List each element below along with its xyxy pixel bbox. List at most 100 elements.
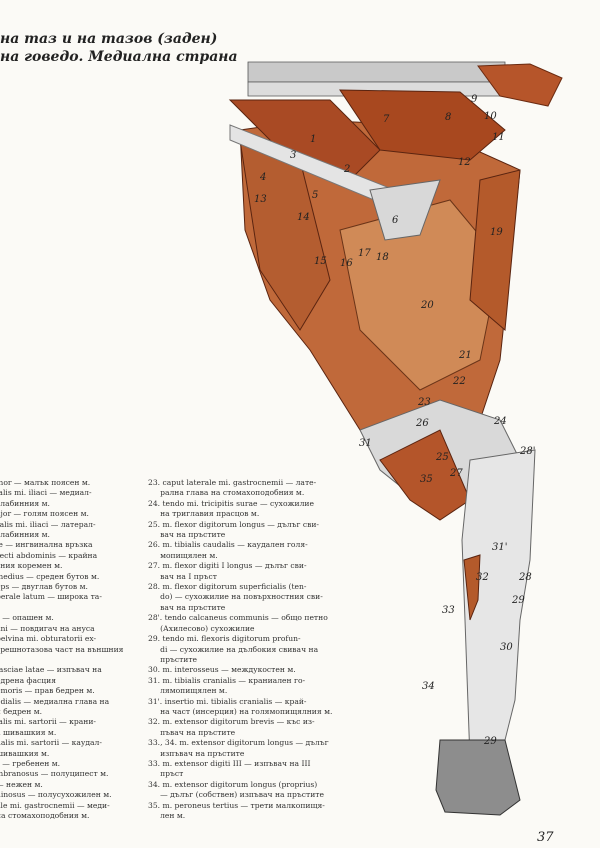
legend-line: s — опашен м.	[0, 613, 54, 623]
legend-line: слабинния м.	[0, 498, 50, 508]
legend-line: eps — двуглав бутов м.	[0, 582, 88, 592]
legend-line: 34. m. extensor digitorum longus (propri…	[148, 779, 318, 789]
legend-line: 29. tendo mi. flexoris digitorum profun-	[148, 634, 301, 644]
legend-line: мопищялен м.	[148, 550, 218, 560]
legend-line: 27. m. flexor digiti I longus — дълъг св…	[148, 561, 307, 571]
figure-label: 22	[453, 376, 466, 387]
legend-line: вния коремен м.	[0, 561, 63, 571]
legend-line: — нежен м.	[0, 779, 43, 789]
figure-label: 24	[494, 416, 507, 427]
figure-label: 7	[383, 114, 390, 125]
legend-line: 24. tendo mi. tricipitis surae — сухожил…	[148, 498, 314, 508]
thigh-muscles	[228, 89, 521, 481]
figure-label: 31	[359, 438, 372, 449]
legend-line: слабинния м.	[0, 530, 50, 540]
legend-line: 33., 34. m. extensor digitorum longus — …	[148, 738, 329, 748]
legend-line: на стомахоподобния м.	[0, 811, 90, 820]
figure-label: 29	[484, 736, 497, 747]
legend-line: dinosus — полусухожилен м.	[0, 790, 112, 800]
legend-line: di — сухожилие на дълбокия свивач на	[148, 644, 319, 654]
figure-label: 33	[442, 605, 455, 616]
figure-label: 29	[512, 595, 525, 606]
legend-line: вач на I пръст	[148, 571, 217, 581]
figure-label: 35	[420, 474, 433, 485]
figure-label: 10	[484, 111, 497, 122]
legend-line: 26. m. tibialis caudalis — каудален голя…	[148, 540, 308, 550]
legend-line: на триглавия прасцов м.	[148, 509, 260, 519]
legend-line: ajor — голям поясен м.	[0, 509, 89, 519]
figure-label: 27	[450, 468, 463, 479]
figure-label: 6	[392, 215, 399, 226]
figure-label: 34	[422, 681, 435, 692]
legend-right-column: 23. caput laterale mi. gastrocnemii — ла…	[148, 478, 356, 821]
figure-label: 31'	[492, 542, 508, 553]
legend-line: трешнотазова част на външния	[0, 644, 124, 654]
figure-label: 1	[310, 134, 317, 145]
figure-label: 20	[421, 300, 434, 311]
legend-line: medius — среден бутов м.	[0, 571, 100, 581]
legend-line: 25. m. flexor digitorum longus — дълъг с…	[148, 519, 319, 529]
figure-title-line1: на таз и на тазов (заден)	[0, 31, 218, 47]
legend-line: recti abdominis — крайна	[0, 550, 98, 560]
legend-line: inor — малък поясен м.	[0, 478, 91, 487]
legend-line: — дълъг (собствен) изпъвач на пръстите	[148, 790, 324, 800]
legend-line: пръстите	[148, 654, 198, 664]
legend-line: пръст	[148, 769, 184, 779]
legend-line: изпъвач на пръстите	[148, 748, 245, 758]
legend-line: вач на пръстите	[148, 602, 226, 612]
figure-label: 14	[297, 212, 310, 223]
figure-label: 21	[459, 350, 472, 361]
legend-line: вач на пръстите	[148, 530, 226, 540]
legend-line	[0, 603, 132, 613]
legend-line: ale mi. gastrocnemii — меди-	[0, 800, 110, 810]
legend-line: едрена фасция	[0, 675, 56, 685]
figure-label: 12	[458, 157, 471, 168]
figure-label: 13	[254, 194, 267, 205]
legend-line: лен м.	[148, 811, 186, 820]
hock-and-lower-leg	[359, 399, 536, 816]
figure-label: 25	[436, 452, 449, 463]
spine-bones	[247, 61, 563, 107]
figure-title-line2: на говедо. Медиална страна	[0, 49, 238, 65]
figure-label: 23	[418, 397, 431, 408]
legend-line: do) — сухожилие на повърхностния сви-	[148, 592, 323, 602]
legend-line: 35. m. peroneus tertius — трети малкопищ…	[148, 800, 325, 810]
figure-label: 8	[445, 112, 452, 123]
legend-line: 31. m. tibialis cranialis — краниален го…	[148, 675, 306, 685]
legend-line: 32. m. extensor digitorum brevis — къс и…	[148, 717, 315, 727]
figure-label: 5	[312, 190, 319, 201]
legend-line: лямопищялен м.	[148, 686, 228, 696]
figure-label: 30	[500, 642, 513, 653]
legend-left-column: inor — малък поясен м.ialis mi. iliaci —…	[0, 478, 132, 821]
legend-line: 31'. insertio mi. tibialis cranialis — к…	[148, 696, 307, 706]
figure-label: 28	[519, 572, 532, 583]
figure-label: 26	[416, 418, 429, 429]
legend-line: (Ахилесово) сухожилие	[148, 623, 255, 633]
legend-line: пъвач на пръстите	[148, 727, 236, 737]
legend-line: ialis mi. sartorii — крани-	[0, 717, 96, 727]
legend-line: шивашкия м.	[0, 748, 50, 758]
figure-label: 32	[476, 572, 489, 583]
legend-line: 30. m. interosseus — междукостен м.	[148, 665, 296, 675]
legend-line: ialis mi. iliaci — медиал-	[0, 488, 92, 498]
legend-line: s — гребенен м.	[0, 758, 61, 768]
legend-line: 23. caput laterale mi. gastrocnemii — ла…	[148, 478, 317, 487]
legend-line: 28'. tendo calcaneus communis — общо пет…	[148, 613, 328, 623]
figure-label: 16	[340, 258, 353, 269]
page-number: 37	[537, 830, 554, 845]
legend-line: edialis — медиална глава на	[0, 696, 110, 706]
legend-line: рална глава на стомахоподобния м.	[148, 488, 305, 498]
figure-label: 9	[471, 94, 478, 105]
legend-line: 28. m. flexor digitorum superficialis (t…	[148, 582, 307, 592]
legend-line: pelvina mi. obturatorii ex-	[0, 634, 97, 644]
figure-label: 4	[260, 172, 267, 183]
legend-line: le — ингвинална връзка	[0, 540, 93, 550]
legend-line: emoris — прав бедрен м.	[0, 686, 95, 696]
figure-label: 19	[490, 227, 503, 238]
legend-line: ralis mi. iliaci — латерал-	[0, 519, 96, 529]
figure-label: 18	[376, 252, 389, 263]
figure-label: 15	[314, 256, 327, 267]
legend-line: ani — повдигач на ануса	[0, 623, 95, 633]
figure-label: 2	[344, 164, 351, 175]
